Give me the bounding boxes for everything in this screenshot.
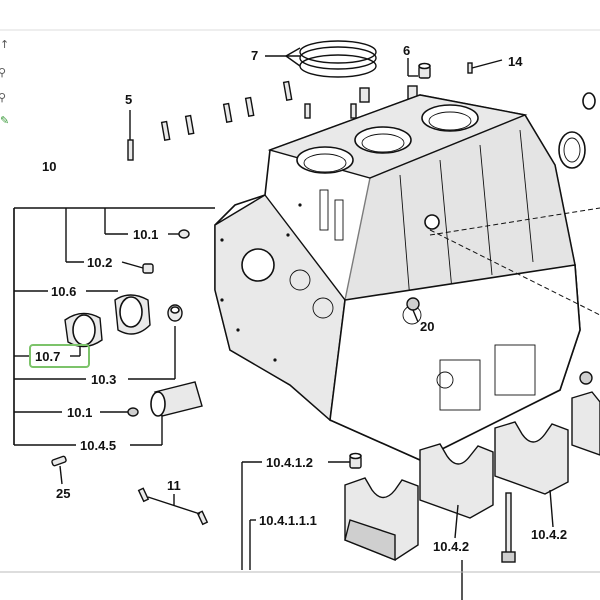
label-10-4-2-b: 10.4.2	[531, 527, 567, 542]
label-10-7[interactable]: 10.7	[35, 349, 60, 364]
part-7-rings	[265, 40, 377, 78]
label-20: 20	[420, 319, 434, 334]
main-bearing-cap-3	[494, 421, 569, 495]
label-10-4-1-1-1: 10.4.1.1.1	[259, 513, 317, 528]
label-10-6: 10.6	[51, 284, 76, 299]
leader-10-4-2a	[454, 504, 459, 539]
part-10-6-shell	[114, 294, 151, 335]
arrow-icon[interactable]: ↑	[0, 38, 9, 51]
part-10-3	[167, 304, 183, 322]
label-10-3: 10.3	[91, 372, 116, 387]
label-5: 5	[125, 92, 132, 107]
label-10-2: 10.2	[87, 255, 112, 270]
part-10-4-1-2	[349, 452, 362, 469]
zoom-out-icon[interactable]: ⚲	[0, 91, 6, 104]
part-10-7-shell	[64, 312, 103, 348]
part-small-pin-right	[582, 92, 596, 110]
label-10-1-top: 10.1	[133, 227, 158, 242]
part-5-studs	[127, 80, 418, 161]
part-10-1-bot	[127, 407, 139, 417]
main-bearing-cap-2	[419, 443, 494, 519]
bracket-tree-10-4	[241, 461, 350, 570]
label-7: 7	[251, 48, 258, 63]
label-25: 25	[56, 486, 70, 501]
part-10-2	[121, 261, 154, 274]
main-bearing-cap-4	[571, 371, 600, 456]
leader-dashed	[424, 207, 600, 316]
part-6-bush	[407, 58, 431, 79]
pencil-icon[interactable]: ✎	[0, 114, 9, 127]
bracket-tree-10	[13, 207, 215, 446]
leader-10-4-2b	[549, 489, 554, 528]
part-20-plug	[406, 297, 420, 323]
label-14: 14	[508, 54, 523, 69]
label-6: 6	[403, 43, 410, 58]
part-25	[51, 455, 67, 485]
cap-bolt	[501, 492, 516, 563]
part-10-4-5-pin	[150, 381, 203, 417]
left-toolbar: ↑ ⚲ ⚲ ✎	[0, 38, 9, 127]
main-bearing-cap-1	[344, 477, 419, 562]
label-10-4-5: 10.4.5	[80, 438, 116, 453]
label-10-1-bottom: 10.1	[67, 405, 92, 420]
label-10-4-2-a: 10.4.2	[433, 539, 469, 554]
part-11-pins	[137, 487, 209, 526]
label-10-4-1-2: 10.4.1.2	[266, 455, 313, 470]
zoom-in-icon[interactable]: ⚲	[0, 66, 6, 79]
part-14-pin	[467, 59, 503, 74]
part-10-1-top	[168, 229, 190, 239]
label-10: 10	[42, 159, 56, 174]
label-11: 11	[167, 478, 181, 493]
engine-block	[214, 94, 581, 461]
rear-seal	[558, 131, 586, 169]
highlight-box-10-7[interactable]	[29, 344, 90, 368]
